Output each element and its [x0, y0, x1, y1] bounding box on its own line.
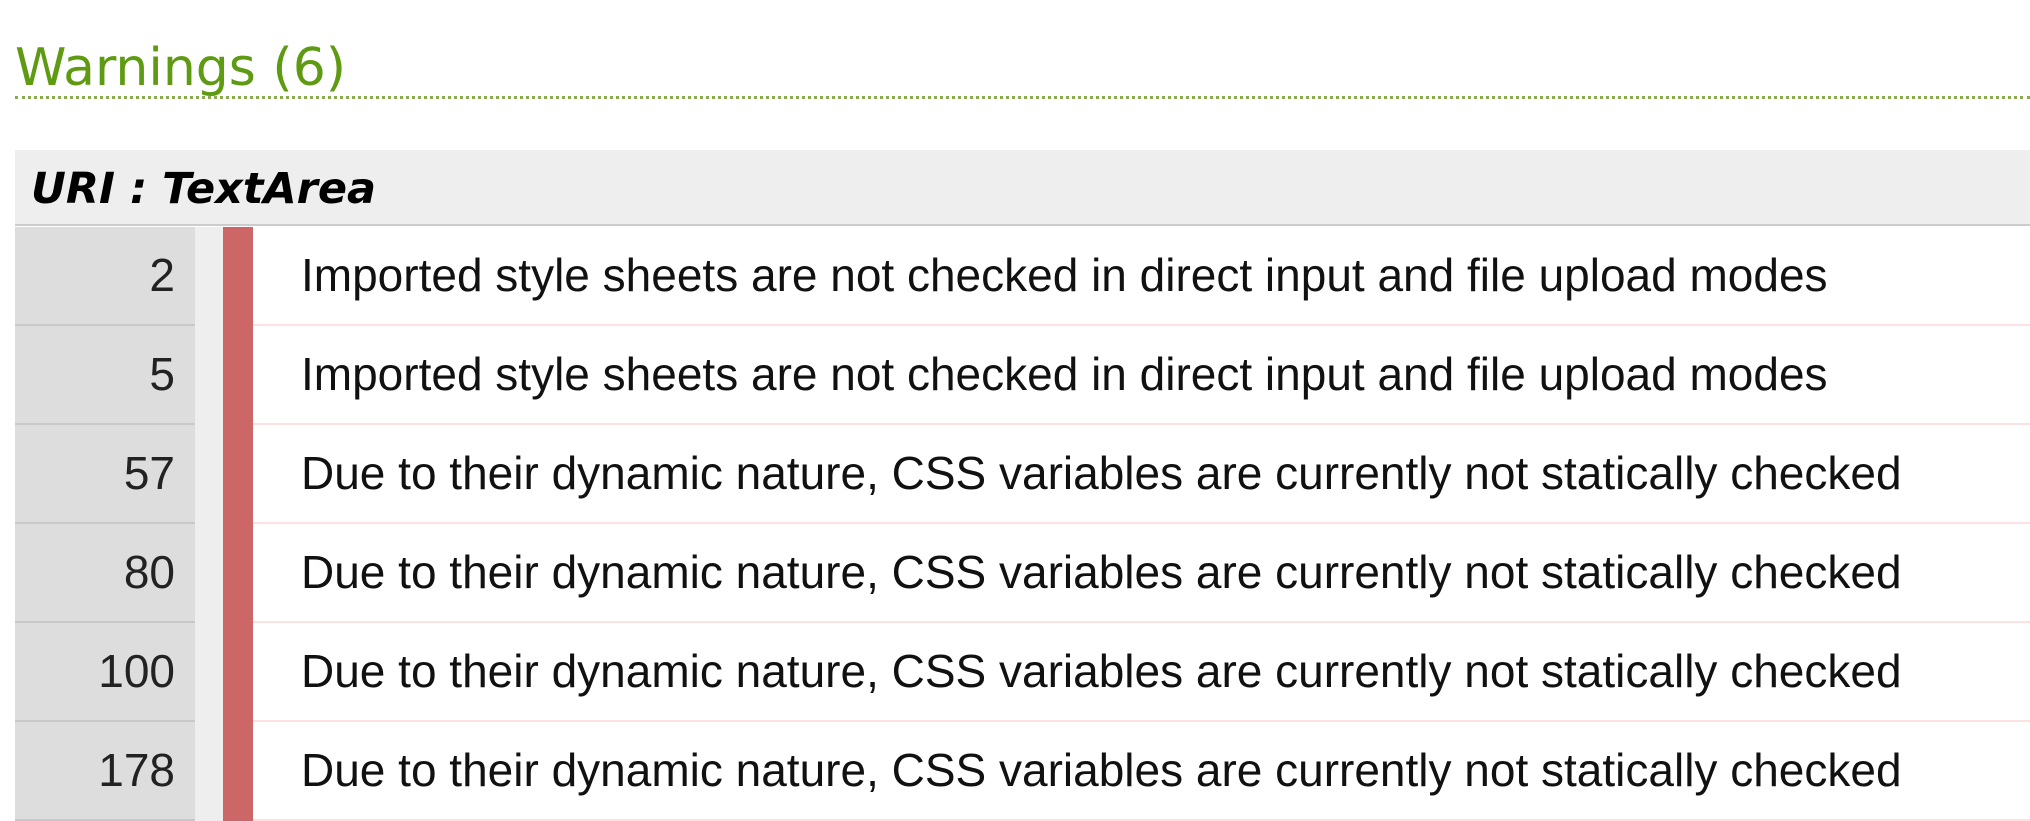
warning-message: Due to their dynamic nature, CSS variabl… [301, 744, 1902, 796]
warning-row: 178 Due to their dynamic nature, CSS var… [15, 722, 2030, 821]
line-number: 80 [123, 546, 175, 598]
warning-marker [223, 722, 253, 821]
warning-message: Imported style sheets are not checked in… [301, 348, 1828, 400]
warning-message: Due to their dynamic nature, CSS variabl… [301, 645, 1902, 697]
row-spacer [195, 425, 223, 524]
warning-marker [223, 326, 253, 425]
line-number: 2 [149, 249, 175, 301]
row-spacer [195, 227, 223, 326]
line-number-cell: 100 [15, 623, 195, 722]
row-spacer [195, 722, 223, 821]
uri-group-header: URI : TextArea [15, 150, 2030, 226]
warning-row: 5 Imported style sheets are not checked … [15, 326, 2030, 425]
line-number-cell: 2 [15, 227, 195, 326]
line-number-cell: 5 [15, 326, 195, 425]
warnings-heading: Warnings (6) [15, 38, 347, 98]
line-number: 100 [98, 645, 175, 697]
warning-marker [223, 623, 253, 722]
warning-row: 80 Due to their dynamic nature, CSS vari… [15, 524, 2030, 623]
warning-message: Due to their dynamic nature, CSS variabl… [301, 546, 1902, 598]
row-spacer [195, 623, 223, 722]
line-number: 5 [149, 348, 175, 400]
line-number-cell: 80 [15, 524, 195, 623]
warning-row: 57 Due to their dynamic nature, CSS vari… [15, 425, 2030, 524]
warnings-table: 2 Imported style sheets are not checked … [15, 227, 2030, 821]
warning-row: 2 Imported style sheets are not checked … [15, 227, 2030, 326]
warning-marker [223, 425, 253, 524]
line-number: 57 [123, 447, 175, 499]
line-number: 178 [98, 744, 175, 796]
row-spacer [195, 326, 223, 425]
warning-marker [223, 524, 253, 623]
uri-label: URI : TextArea [31, 164, 377, 214]
warning-message: Imported style sheets are not checked in… [301, 249, 1828, 301]
warning-row: 100 Due to their dynamic nature, CSS var… [15, 623, 2030, 722]
line-number-cell: 178 [15, 722, 195, 821]
line-number-cell: 57 [15, 425, 195, 524]
warnings-heading-section: Warnings (6) [15, 30, 2030, 99]
row-spacer [195, 524, 223, 623]
warning-marker [223, 227, 253, 326]
warning-message: Due to their dynamic nature, CSS variabl… [301, 447, 1902, 499]
